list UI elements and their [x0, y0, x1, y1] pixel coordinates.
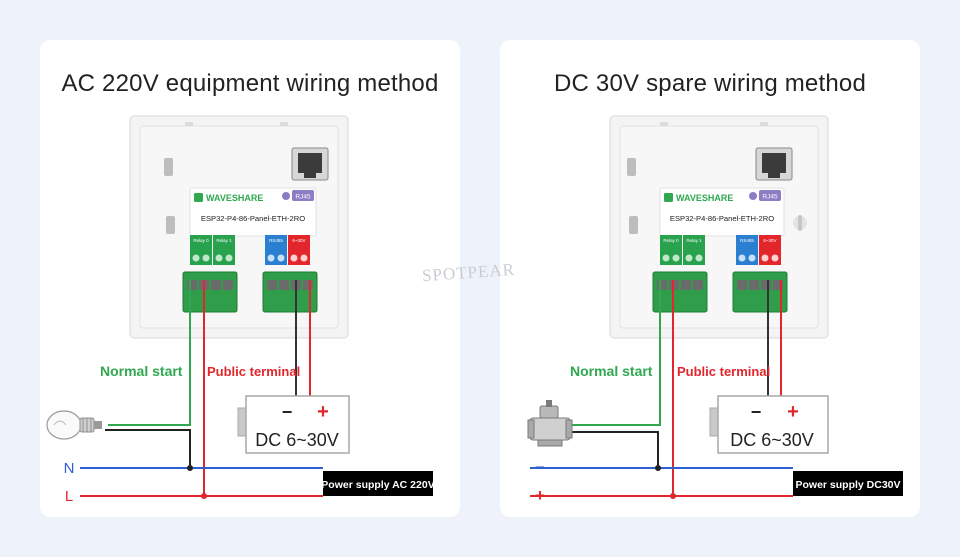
- negative-line-label: −: [535, 458, 545, 477]
- relay1-label: Relay 1: [686, 238, 702, 243]
- supply-tag-text: Power supply DC30V: [795, 479, 900, 491]
- relay0-label: Relay 0: [193, 238, 209, 243]
- device-label: WAVESHARE RJ45 ESP32-P4-86-Panel-ETH-2RO: [659, 187, 785, 237]
- dc-wiring-diagram: WAVESHARE RJ45 ESP32-P4-86-Panel-ETH-2RO…: [527, 115, 903, 505]
- psu-minus-sign: −: [282, 402, 293, 422]
- junction-dot: [655, 465, 661, 471]
- solenoid-valve-icon: [527, 400, 573, 447]
- rj45-badge: RJ45: [295, 194, 311, 201]
- psu-minus-sign: −: [751, 402, 762, 422]
- dc-wiring-card: DC 30V spare wiring method WAVESHARE RJ4…: [500, 40, 920, 517]
- card-title: AC 220V equipment wiring method: [61, 70, 439, 97]
- device-label: WAVESHARE RJ45 ESP32-P4-86-Panel-ETH-2RO: [189, 187, 317, 237]
- relay1-label: Relay 1: [216, 238, 232, 243]
- wires: [530, 280, 793, 497]
- brand-text: WAVESHARE: [206, 193, 263, 203]
- supply-tag: [793, 471, 903, 496]
- rj45-port: [755, 147, 793, 181]
- normal-start-label: Normal start: [570, 363, 653, 379]
- terminal-blocks: [182, 271, 318, 313]
- relay-labels: Relay 0 Relay 1 RS485 6~30V: [190, 235, 310, 265]
- public-terminal-label: Public terminal: [207, 364, 300, 379]
- psu-voltage: DC 6~30V: [730, 430, 814, 450]
- ac-wiring-card: AC 220V equipment wiring method WAVESHAR…: [40, 40, 460, 517]
- relay0-label: Relay 0: [663, 238, 679, 243]
- junction-dot: [201, 493, 207, 499]
- normal-start-label: Normal start: [100, 363, 183, 379]
- waveshare-logo-icon: [194, 193, 203, 202]
- rs485-label: RS485: [740, 238, 754, 243]
- psu-plus-sign: +: [787, 401, 799, 423]
- supply-tag-text: Power supply AC 220V: [321, 479, 434, 491]
- ethernet-icon: [749, 192, 757, 200]
- model-name: ESP32-P4-86-Panel-ETH-2RO: [670, 214, 774, 223]
- neutral-line-label: N: [64, 460, 75, 477]
- dc-power-supply: − + DC 6~30V: [709, 395, 829, 454]
- psu-plus-sign: +: [317, 401, 329, 423]
- supply-tag: [323, 471, 433, 496]
- terminal-blocks: [652, 271, 788, 313]
- power-in-label: 6~30V: [292, 238, 305, 243]
- rs485-label: RS485: [269, 238, 283, 243]
- light-bulb-icon: [46, 410, 102, 440]
- public-terminal-label: Public terminal: [677, 364, 770, 379]
- dc-power-supply: − + DC 6~30V: [237, 395, 350, 454]
- rj45-badge: RJ45: [762, 194, 778, 201]
- positive-line-label: +: [535, 486, 545, 505]
- relay-labels: Relay 0 Relay 1 RS485 6~30V: [660, 235, 781, 265]
- power-in-label: 6~30V: [763, 238, 776, 243]
- live-line-label: L: [65, 488, 73, 505]
- junction-dot: [670, 493, 676, 499]
- card-title: DC 30V spare wiring method: [553, 70, 866, 97]
- psu-voltage: DC 6~30V: [255, 430, 339, 450]
- rj45-port: [291, 147, 329, 181]
- waveshare-logo-icon: [664, 193, 673, 202]
- ac-wiring-diagram: WAVESHARE RJ45 ESP32-P4-86-Panel-ETH-2RO…: [46, 115, 435, 505]
- junction-dot: [187, 465, 193, 471]
- ethernet-icon: [282, 192, 290, 200]
- model-name: ESP32-P4-86-Panel-ETH-2RO: [201, 214, 305, 223]
- brand-text: WAVESHARE: [676, 193, 733, 203]
